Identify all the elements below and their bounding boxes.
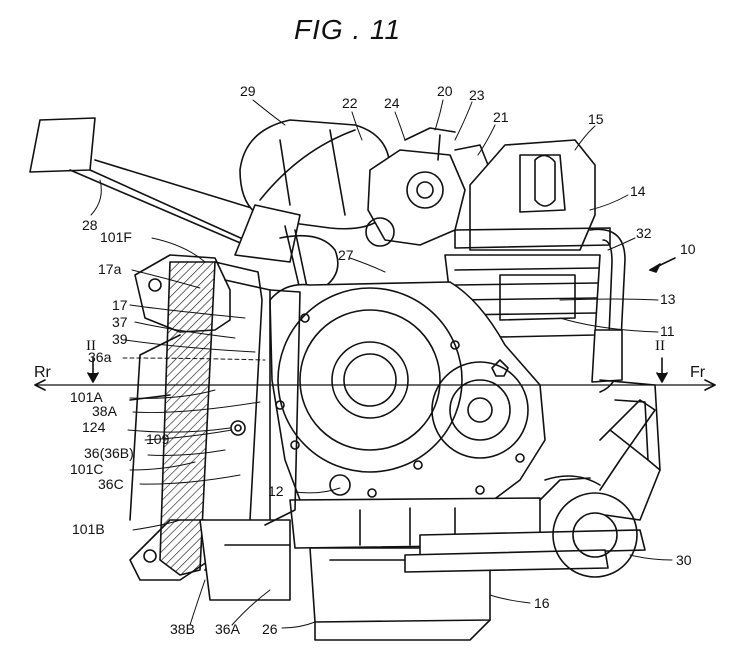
label-36a: 36a bbox=[88, 349, 112, 365]
label-21: 21 bbox=[493, 109, 509, 125]
section-mark-left: II bbox=[86, 338, 96, 354]
label-16: 16 bbox=[534, 595, 550, 611]
label-32: 32 bbox=[636, 225, 652, 241]
label-39: 39 bbox=[112, 331, 128, 347]
label-101B: 101B bbox=[72, 521, 105, 537]
label-101F: 101F bbox=[100, 229, 132, 245]
label-26: 26 bbox=[262, 621, 278, 637]
front-bracket bbox=[599, 379, 661, 521]
section-arrows bbox=[87, 357, 668, 383]
label-36A: 36A bbox=[215, 621, 240, 637]
intake-duct bbox=[234, 204, 339, 296]
section-mark-right: II bbox=[655, 338, 665, 354]
label-28: 28 bbox=[82, 217, 98, 233]
label-124: 124 bbox=[82, 419, 106, 435]
exhaust-pipe bbox=[589, 228, 626, 393]
engine-arrow bbox=[649, 257, 676, 273]
label-109: 109 bbox=[146, 431, 170, 447]
label-36C: 36C bbox=[98, 476, 124, 492]
label-22: 22 bbox=[342, 95, 358, 111]
lower-panel bbox=[199, 519, 291, 601]
air-intake-tube bbox=[29, 117, 259, 246]
label-14: 14 bbox=[630, 183, 646, 199]
label-37: 37 bbox=[112, 314, 128, 330]
label-10: 10 bbox=[680, 241, 696, 257]
label-20: 20 bbox=[437, 83, 453, 99]
cylinder-head bbox=[444, 139, 611, 339]
label-27: 27 bbox=[338, 247, 354, 263]
water-pump bbox=[404, 399, 661, 578]
label-36-36B: 36(36B) bbox=[84, 445, 134, 461]
label-11: 11 bbox=[660, 323, 675, 339]
label-23: 23 bbox=[469, 87, 485, 103]
label-30: 30 bbox=[676, 552, 692, 568]
label-29: 29 bbox=[240, 83, 256, 99]
label-15: 15 bbox=[588, 111, 604, 127]
figure-title: FIG . 11 bbox=[294, 14, 402, 45]
label-17a: 17a bbox=[98, 261, 122, 277]
label-13: 13 bbox=[660, 291, 676, 307]
label-17: 17 bbox=[112, 297, 128, 313]
label-38B: 38B bbox=[170, 621, 195, 637]
frame-plate bbox=[230, 289, 301, 526]
label-24: 24 bbox=[384, 95, 400, 111]
direction-rear: Rr bbox=[34, 364, 51, 381]
label-12: 12 bbox=[268, 483, 284, 499]
throttle-body bbox=[365, 127, 491, 247]
direction-axis bbox=[34, 379, 716, 391]
label-101C: 101C bbox=[70, 461, 104, 477]
direction-front: Fr bbox=[690, 364, 706, 381]
label-38A: 38A bbox=[92, 403, 117, 419]
leader-lines bbox=[90, 99, 673, 629]
label-101A: 101A bbox=[70, 389, 103, 405]
